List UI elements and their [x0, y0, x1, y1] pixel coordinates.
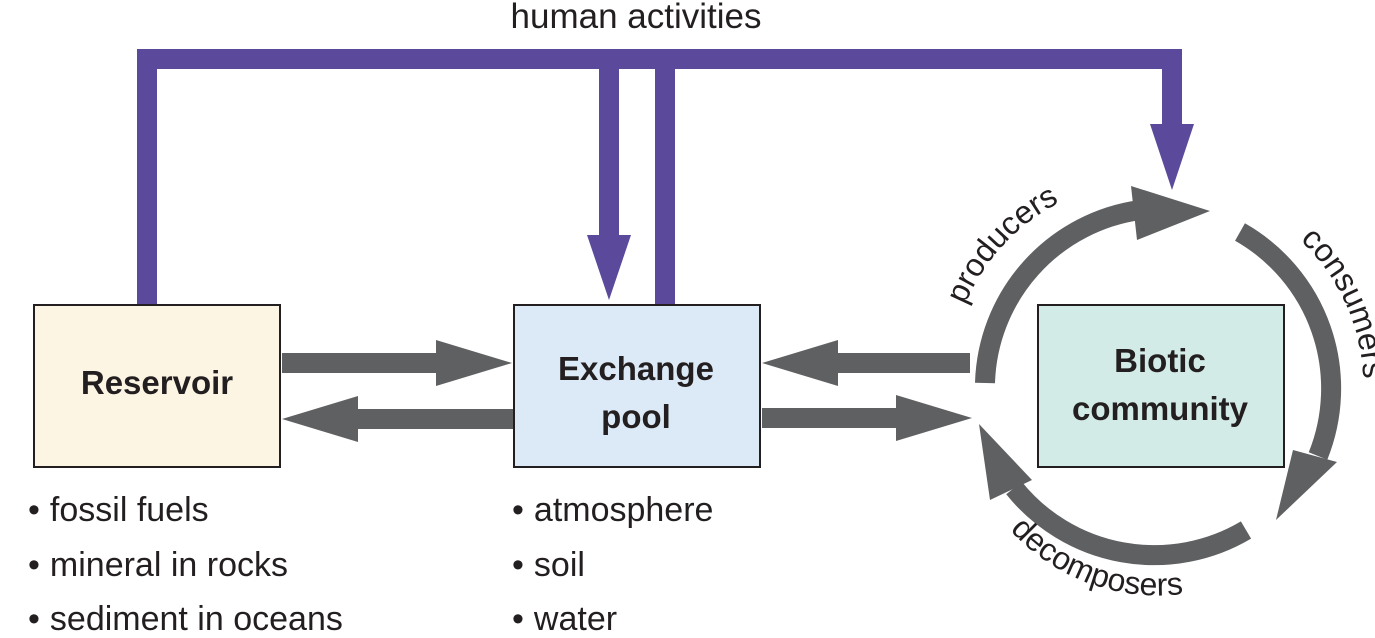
bullet: • — [28, 546, 40, 584]
human-activities-label: human activities — [511, 0, 762, 36]
human-activities-connectors — [137, 49, 1194, 305]
producers-arc — [975, 200, 1142, 384]
flow-biotic-to-exchange-shaft — [822, 353, 970, 373]
bullet: • — [512, 600, 524, 633]
exchange-pool-label-line1: Exchange — [558, 350, 714, 387]
producers-arrowhead — [1131, 186, 1210, 240]
consumers-arc — [1235, 223, 1342, 460]
reservoir-list: • fossil fuels • mineral in rocks • sedimen… — [28, 491, 343, 638]
flow-reservoir-to-exchange-shaft — [282, 353, 450, 373]
bullet: • — [512, 546, 524, 584]
exchange-item-text: water — [533, 600, 617, 633]
biotic-community-box-shape — [1037, 304, 1285, 468]
biotic-community-box: Biotic community — [1037, 304, 1285, 468]
exchange-pool-label-line2: pool — [601, 398, 671, 435]
human-arrowhead-biotic — [1150, 124, 1194, 190]
flow-biotic-to-exchange-head — [762, 340, 838, 386]
reservoir-box: Reservoir — [33, 304, 281, 468]
reservoir-item-text: fossil fuels — [50, 491, 209, 529]
exchange-pool-list: • atmosphere • soil • water — [512, 491, 713, 638]
reservoir-item-3: • sediment in oceans — [28, 600, 343, 633]
flow-reservoir-to-exchange-head — [436, 340, 512, 386]
reservoir-label: Reservoir — [81, 364, 233, 401]
biotic-community-label-line1: Biotic — [1114, 342, 1206, 379]
exchange-item-text: atmosphere — [534, 491, 714, 529]
reservoir-item-2: • mineral in rocks — [28, 546, 288, 584]
exchange-item-3: • water — [512, 600, 617, 633]
flow-arrows — [282, 340, 972, 442]
reservoir-box-shape — [33, 304, 281, 468]
reservoir-item-1: • fossil fuels — [28, 491, 209, 529]
flow-exchange-to-reservoir-head — [282, 396, 358, 442]
bullet: • — [512, 491, 524, 529]
bullet: • — [28, 491, 40, 529]
flow-exchange-to-reservoir-shaft — [344, 409, 514, 429]
exchange-pool-box-shape — [513, 304, 761, 468]
exchange-item-1: • atmosphere — [512, 491, 713, 529]
decomposers-arrowhead — [979, 424, 1032, 500]
decomposers-arc — [1006, 481, 1252, 566]
bullet: • — [28, 600, 40, 633]
exchange-item-2: • soil — [512, 546, 585, 584]
exchange-pool-box: Exchange pool — [513, 304, 761, 468]
reservoir-item-text: sediment in oceans — [50, 600, 343, 633]
biotic-cycle-ring — [975, 186, 1342, 566]
biotic-community-label-line2: community — [1072, 390, 1249, 427]
flow-exchange-to-biotic-head — [896, 395, 972, 441]
flow-exchange-to-biotic-shaft — [762, 408, 912, 428]
exchange-item-text: soil — [534, 546, 585, 584]
consumers-arrowhead — [1276, 450, 1337, 520]
human-arrowhead-exchange — [587, 235, 631, 300]
reservoir-item-text: mineral in rocks — [50, 546, 288, 584]
